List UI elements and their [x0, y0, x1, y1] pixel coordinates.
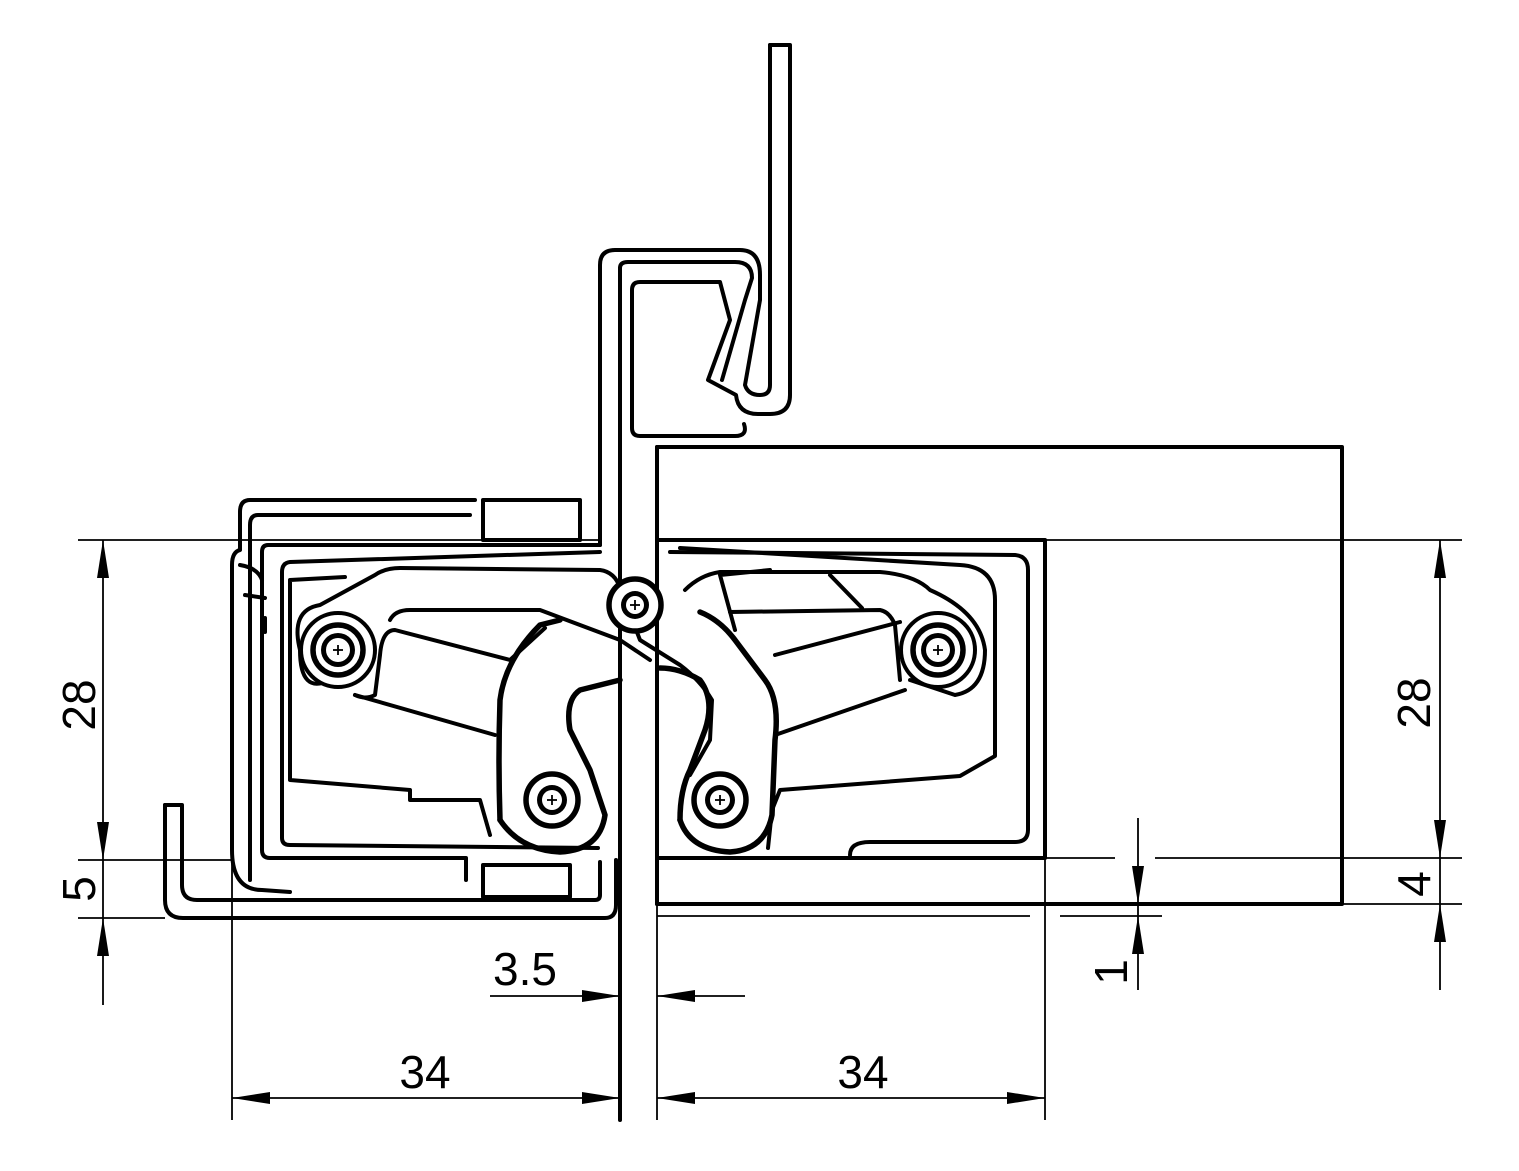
pivot-left-lower-icon: [523, 771, 581, 829]
door-leaf-outline: [655, 445, 1344, 906]
pivot-center-top-icon: [606, 576, 664, 634]
dim-right-width: 34: [837, 1046, 888, 1098]
frame-profile: [598, 43, 792, 1122]
pivot-pins: [299, 576, 977, 829]
dimension-lines: [78, 539, 1462, 1120]
pivot-right-upper-icon: [899, 611, 977, 689]
dim-left-width: 34: [399, 1046, 450, 1098]
linkage-arms: [295, 566, 987, 855]
pivot-left-upper-icon: [299, 611, 377, 689]
dim-gap-width: 3.5: [493, 943, 557, 995]
dim-right-gap: 1: [1085, 959, 1137, 985]
dim-left-height: 28: [53, 679, 105, 730]
dim-right-height: 28: [1388, 677, 1440, 728]
dim-left-bottom-offset: 5: [53, 876, 105, 902]
left-hinge-body: [163, 498, 618, 920]
pivot-right-lower-icon: [691, 771, 749, 829]
dimension-labels: 28 5 28 4 1 3.5 34 34: [53, 677, 1440, 1098]
dim-right-bottom-offset: 4: [1388, 871, 1440, 897]
